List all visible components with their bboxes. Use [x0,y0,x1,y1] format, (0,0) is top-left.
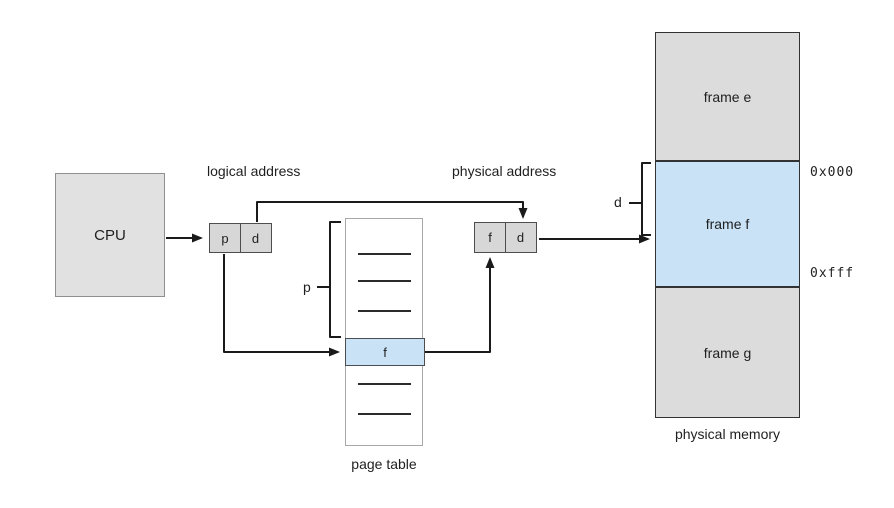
page-table-caption: page table [351,456,417,472]
page-table-highlighted-entry: f [345,338,425,366]
d-bracket-label: d [614,194,622,210]
connector-page-table-to-physical-f [423,257,495,353]
physical-memory: frame e frame f frame g [655,32,800,418]
frame-e-label: frame e [703,88,752,105]
cpu-label: CPU [94,226,126,244]
connector-logical-p-to-page-table [223,254,340,357]
frame-f-label: frame f [705,216,750,232]
p-bracket [329,221,341,338]
memory-frame-f-highlighted: frame f [656,160,799,288]
frame-g-label: frame g [703,344,752,361]
logical-address-label: logical address [207,163,301,179]
physical-frame-number-cell: f [474,222,506,253]
logical-offset-cell: d [239,223,272,253]
cpu-box: CPU [55,173,165,297]
page-table-entry-value: f [383,344,387,360]
physical-offset-cell: d [504,222,537,253]
page-table-entry-line [358,310,411,312]
memory-frame-g: frame g [656,288,799,417]
frame-start-offset-label: 0x000 [810,165,855,180]
logical-address-register: p d [209,223,272,253]
frame-end-offset-label: 0xfff [810,266,855,281]
physical-address-register: f d [474,222,537,253]
p-bracket-label: p [303,279,311,295]
physical-address-label: physical address [452,163,557,179]
page-table-entry-line [358,413,411,415]
page-table-entry-line [358,280,411,282]
page-table-entry-line [358,383,411,385]
memory-frame-e: frame e [656,33,799,160]
physical-memory-caption: physical memory [674,426,781,442]
page-table-entry-line [358,253,411,255]
d-bracket [641,162,651,236]
page-table: f [345,218,425,446]
logical-page-number-cell: p [209,223,241,253]
